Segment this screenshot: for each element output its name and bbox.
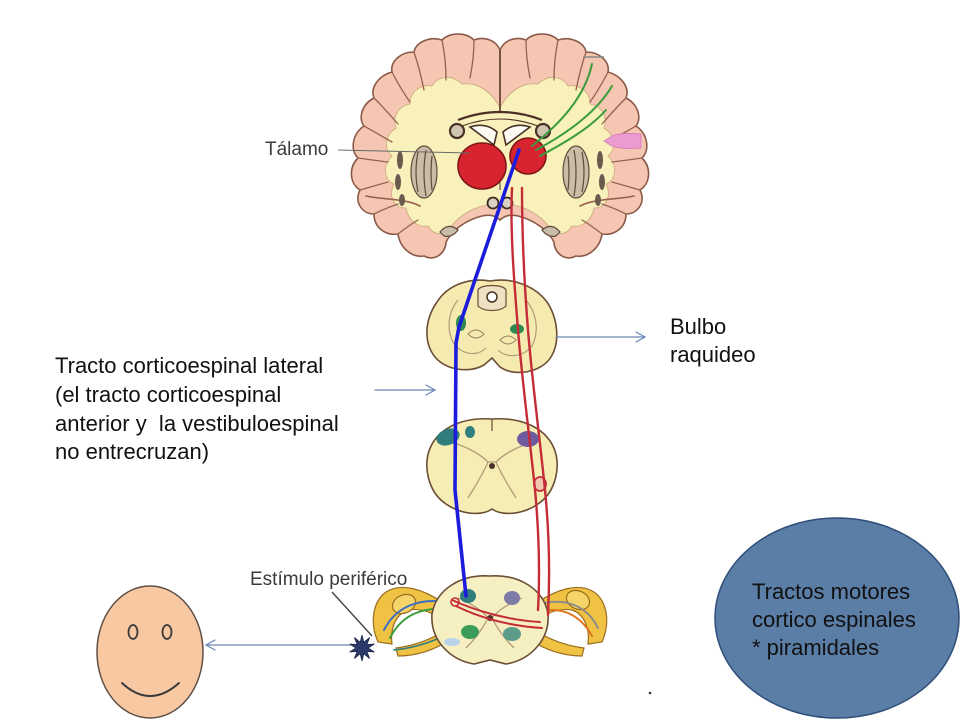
face-arrow	[204, 639, 351, 651]
lateral-ventricle-left	[468, 124, 498, 147]
arrow-left-icon	[204, 639, 216, 651]
face-outline	[96, 585, 204, 719]
lateral-fissure-right	[579, 195, 635, 207]
basal-ganglia-right	[562, 145, 605, 206]
gray-matter-middle	[449, 441, 535, 499]
ventral-horn-left	[461, 625, 479, 639]
tract-arrow	[374, 384, 437, 396]
hippocampus-right	[541, 225, 561, 237]
corpus-callosum	[457, 110, 543, 122]
tract-note-line-1: Tracto corticoespinal lateral	[55, 353, 323, 378]
callout-line-1: Tractos motores	[752, 579, 910, 604]
callout-ellipse	[714, 517, 960, 719]
medulla-label-line-1: Bulbo	[670, 314, 726, 339]
basal-ganglia-left	[395, 145, 438, 206]
red-tract-line-b	[520, 186, 551, 617]
brain-coronal-section	[350, 33, 650, 259]
thalamus-pointer-line	[337, 149, 471, 154]
tract-note-line-2: (el tracto corticoespinal	[55, 382, 281, 407]
tract-note-line-4: no entrecruzan)	[55, 439, 209, 464]
medulla-label-line-2: raquideo	[670, 342, 756, 367]
lateral-fissure-left	[365, 195, 421, 207]
callout-line-2: cortico espinales	[752, 607, 916, 632]
stray-dot	[648, 691, 652, 695]
medulla-arrow	[555, 331, 647, 343]
thalamus-right	[509, 137, 547, 175]
spinal-cord-section-middle	[426, 418, 558, 515]
stimulus-label: Estímulo periférico	[250, 569, 407, 590]
corticospinal-tract-red	[510, 186, 551, 617]
dorsal-root-ganglion-left	[391, 593, 417, 615]
dorsal-horn-right	[504, 591, 520, 605]
lateral-corticospinal-tract-blue	[453, 148, 521, 598]
dorsal-column-right	[517, 431, 539, 447]
motor-neuron-connection-red	[450, 597, 543, 629]
eye-right	[161, 624, 173, 640]
medulla-gray-contour	[448, 299, 537, 357]
starburst-icon	[349, 634, 375, 662]
medulla-central-canal	[486, 291, 498, 303]
ventral-horn-right	[503, 627, 521, 641]
tract-note: Tracto corticoespinal lateral (el tracto…	[55, 353, 339, 464]
callout-line-3: * piramidales	[752, 635, 879, 660]
callout-bubble: Tractos motores cortico espinales * pira…	[714, 517, 960, 719]
hippocampus-left	[439, 225, 459, 237]
arrow-right-icon	[425, 384, 437, 396]
lateral-ventricle-right	[502, 124, 532, 147]
dorsal-horn-left	[460, 589, 476, 603]
stimulus-pointer-line	[331, 591, 373, 637]
corpus-callosum-lower-edge	[461, 118, 539, 127]
smiley-face-icon	[96, 585, 204, 719]
pink-motor-area-marker	[603, 133, 642, 149]
eye-left	[127, 624, 139, 640]
medulla-oblongata-section	[426, 279, 558, 374]
motor-fibers-green	[531, 63, 613, 157]
arrow-right-icon	[635, 331, 647, 343]
sulci	[357, 39, 643, 235]
spinal-cord-section-lower	[372, 575, 608, 665]
tract-note-line-3: anterior y la vestibuloespinal	[55, 411, 339, 436]
olive-right	[499, 335, 517, 345]
mammillary-body-left	[486, 196, 500, 210]
thalamus-label: Tálamo	[265, 139, 328, 160]
dorsal-column-left-inner	[465, 426, 475, 438]
olive-left	[467, 329, 485, 339]
central-canal-middle	[489, 463, 495, 469]
thalamus-left	[457, 142, 507, 190]
smile	[121, 682, 180, 697]
anterior-tract-area	[444, 638, 460, 646]
red-tract-line-a	[510, 186, 541, 612]
caudate-nucleus-left	[448, 122, 466, 140]
